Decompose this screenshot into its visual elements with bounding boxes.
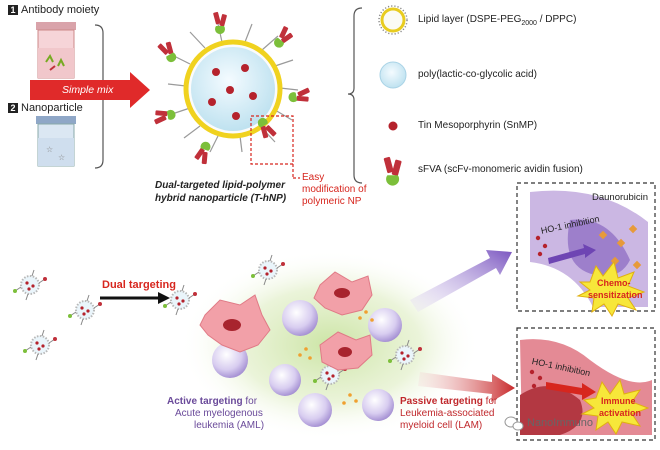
active-targeting-line-1: Active targeting for — [167, 396, 257, 407]
legend-snmp: Tin Mesoporphyrin (SnMP) — [418, 120, 538, 131]
step-two-text: Nanoparticle — [21, 102, 83, 114]
passive-targeting-for: for — [482, 396, 498, 407]
immune-burst-icon — [580, 378, 650, 435]
step-one-text: Antibody moiety — [21, 4, 100, 16]
wechat-icon — [504, 416, 524, 431]
antibody-vial-icon — [36, 22, 76, 79]
legend-plga: poly(lactic-co-glycolic acid) — [418, 69, 537, 80]
legend-lipid-tail: / DPPC) — [536, 14, 577, 25]
passive-targeting-line-1: Passive targeting for — [400, 396, 497, 407]
nanoparticle-vial-icon: ☆ ☆ — [36, 116, 76, 167]
passive-targeting-line-3: myeloid cell (LAM) — [400, 420, 483, 431]
modification-line-2: modification of — [302, 184, 367, 195]
lipid-layer-icon — [378, 5, 408, 35]
watermark-text: NanoImmuno — [527, 417, 594, 429]
immune-burst-line-2: activation — [599, 408, 642, 418]
immune-inner-arrow — [546, 382, 596, 400]
active-targeting-line-3: leukemia (AML) — [194, 420, 265, 431]
active-targeting-bold: Active targeting — [167, 396, 243, 407]
legend-lipid: Lipid layer (DSPE-PEG2000 / DPPC) — [418, 14, 576, 27]
to-chemo-arrow — [410, 250, 512, 312]
svg-text:☆: ☆ — [58, 153, 65, 162]
hybrid-nanoparticle-icon — [152, 11, 312, 166]
legend-lipid-subscript: 2000 — [521, 20, 537, 27]
chemo-burst-icon — [576, 260, 646, 317]
dual-targeting-arrow — [100, 292, 170, 304]
nanoparticle-caption-1: Dual-targeted lipid-polymer — [155, 180, 286, 191]
step-two-number: 2 — [8, 103, 18, 113]
modification-line-3: polymeric NP — [302, 196, 362, 207]
simple-mix-label: Simple mix — [62, 84, 114, 96]
active-targeting-for: for — [242, 396, 258, 407]
immune-burst-line-1: Immune — [601, 396, 636, 406]
legend-sfva: sFVA (scFv-monomeric avidin fusion) — [418, 164, 583, 175]
drug-dots — [298, 310, 374, 405]
right-brace — [347, 7, 363, 184]
plga-core-icon — [379, 61, 407, 89]
chemo-burst-line-2: sensitization — [588, 290, 643, 300]
sfva-icon — [383, 156, 402, 186]
passive-targeting-bold: Passive targeting — [400, 396, 483, 407]
passive-targeting-line-2: Leukemia-associated — [400, 408, 495, 419]
simple-mix-arrow — [30, 72, 150, 108]
nanoparticle-caption-2: hybrid nanoparticle (T-hNP) — [155, 193, 287, 204]
chemo-burst-line-1: Chemo- — [597, 278, 631, 288]
svg-text:☆: ☆ — [46, 145, 53, 154]
legend-lipid-text: Lipid layer (DSPE-PEG — [418, 14, 522, 25]
to-immune-arrow — [418, 372, 515, 402]
active-targeting-line-2: Acute myelogenous — [175, 408, 263, 419]
modification-line-1: Easy — [302, 172, 325, 183]
daunorubicin-label: Daunorubicin — [592, 192, 648, 203]
dual-targeting-label: Dual targeting — [102, 279, 176, 291]
chemo-inner-arrow — [548, 244, 596, 264]
lam-cells — [199, 271, 373, 371]
modification-highlight-box — [250, 115, 294, 165]
step-one-number: 1 — [8, 5, 18, 15]
snmp-dot-icon — [388, 121, 398, 131]
